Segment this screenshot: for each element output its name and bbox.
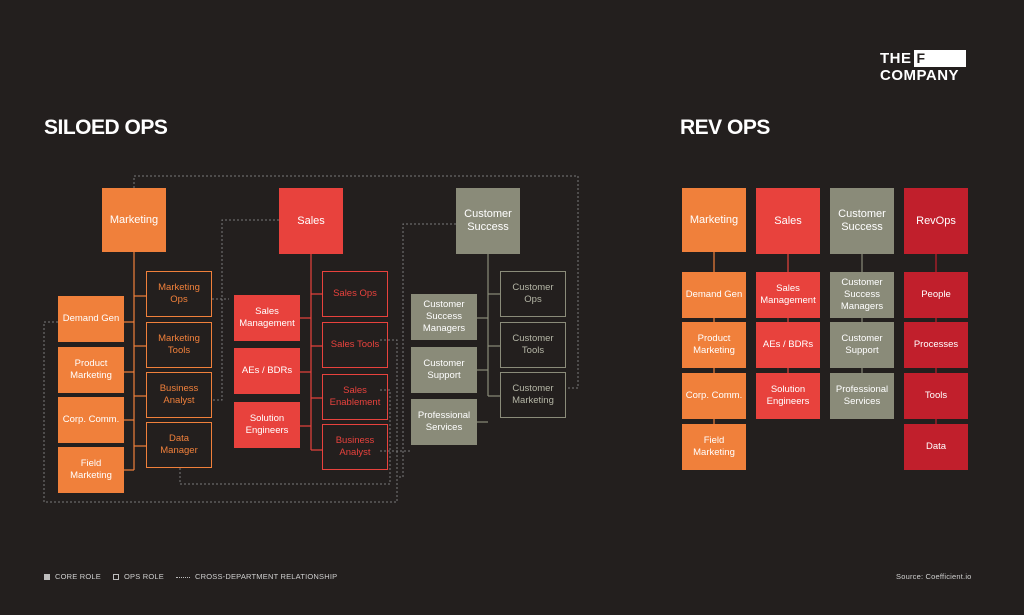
siloed-sales-core-box: AEs / BDRs — [234, 348, 300, 394]
revops-header-cs: Customer Success — [830, 188, 894, 254]
revops-header-revops: RevOps — [904, 188, 968, 254]
siloed-cs-ops-box: Customer Marketing — [500, 372, 566, 418]
siloed-mkt-ops-box: Business Analyst — [146, 372, 212, 418]
revops-sales-box: Sales Management — [756, 272, 820, 318]
siloed-cs-ops-box: Customer Tools — [500, 322, 566, 368]
siloed-mkt-core-box: Demand Gen — [58, 296, 124, 342]
revops-cs-box: Customer Success Managers — [830, 272, 894, 318]
logo-the: THE — [880, 49, 912, 67]
logo-f: F — [913, 50, 966, 67]
legend-ops-swatch — [113, 574, 119, 581]
siloed-mkt-ops-box: Marketing Tools — [146, 322, 212, 368]
siloed-sales-ops-box: Sales Tools — [322, 322, 388, 368]
siloed-ops-title: SILOED OPS — [44, 116, 168, 139]
legend-core-swatch — [44, 574, 50, 581]
legend-cross-swatch — [176, 576, 190, 578]
revops-marketing-box: Product Marketing — [682, 322, 746, 368]
legend-core-role: CORE ROLE — [44, 572, 101, 581]
siloed-cs-core-box: Customer Success Managers — [411, 294, 477, 340]
siloed-cs-ops-box: Customer Ops — [500, 271, 566, 317]
legend-cross-dept: CROSS-DEPARTMENT RELATIONSHIP — [176, 572, 337, 581]
siloed-mkt-ops-box: Data Manager — [146, 422, 212, 468]
rev-ops-title: REV OPS — [680, 116, 770, 139]
revops-revops-box: Tools — [904, 373, 968, 419]
siloed-mkt-core-box: Product Marketing — [58, 347, 124, 393]
siloed-cs-core-box: Professional Services — [411, 399, 477, 445]
siloed-sales-core-box: Solution Engineers — [234, 402, 300, 448]
siloed-marketing-header: Marketing — [102, 188, 166, 252]
revops-cs-box: Customer Support — [830, 322, 894, 368]
siloed-mkt-core-box: Corp. Comm. — [58, 397, 124, 443]
source-note: Source: Coefficient.io — [896, 572, 972, 581]
siloed-cs-core-box: Customer Support — [411, 347, 477, 393]
legend-ops-role: OPS ROLE — [113, 572, 164, 581]
revops-header-marketing: Marketing — [682, 188, 746, 252]
siloed-cs-header: Customer Success — [456, 188, 520, 254]
siloed-sales-ops-box: Sales Enablement — [322, 374, 388, 420]
revops-marketing-box: Field Marketing — [682, 424, 746, 470]
revops-marketing-box: Corp. Comm. — [682, 373, 746, 419]
legend-cross-label: CROSS-DEPARTMENT RELATIONSHIP — [195, 572, 338, 581]
revops-revops-box: Data — [904, 424, 968, 470]
revops-sales-box: Solution Engineers — [756, 373, 820, 419]
revops-marketing-box: Demand Gen — [682, 272, 746, 318]
revops-cs-box: Professional Services — [830, 373, 894, 419]
siloed-mkt-ops-box: Marketing Ops — [146, 271, 212, 317]
siloed-sales-ops-box: Business Analyst — [322, 424, 388, 470]
legend-ops-label: OPS ROLE — [124, 572, 164, 581]
logo-company: COMPANY — [880, 66, 960, 84]
siloed-mkt-core-box: Field Marketing — [58, 447, 124, 493]
revops-header-sales: Sales — [756, 188, 820, 254]
revops-revops-box: Processes — [904, 322, 968, 368]
revops-sales-box: AEs / BDRs — [756, 322, 820, 368]
siloed-sales-header: Sales — [279, 188, 343, 254]
siloed-sales-core-box: Sales Management — [234, 295, 300, 341]
revops-revops-box: People — [904, 272, 968, 318]
siloed-sales-ops-box: Sales Ops — [322, 271, 388, 317]
legend-core-label: CORE ROLE — [55, 572, 101, 581]
